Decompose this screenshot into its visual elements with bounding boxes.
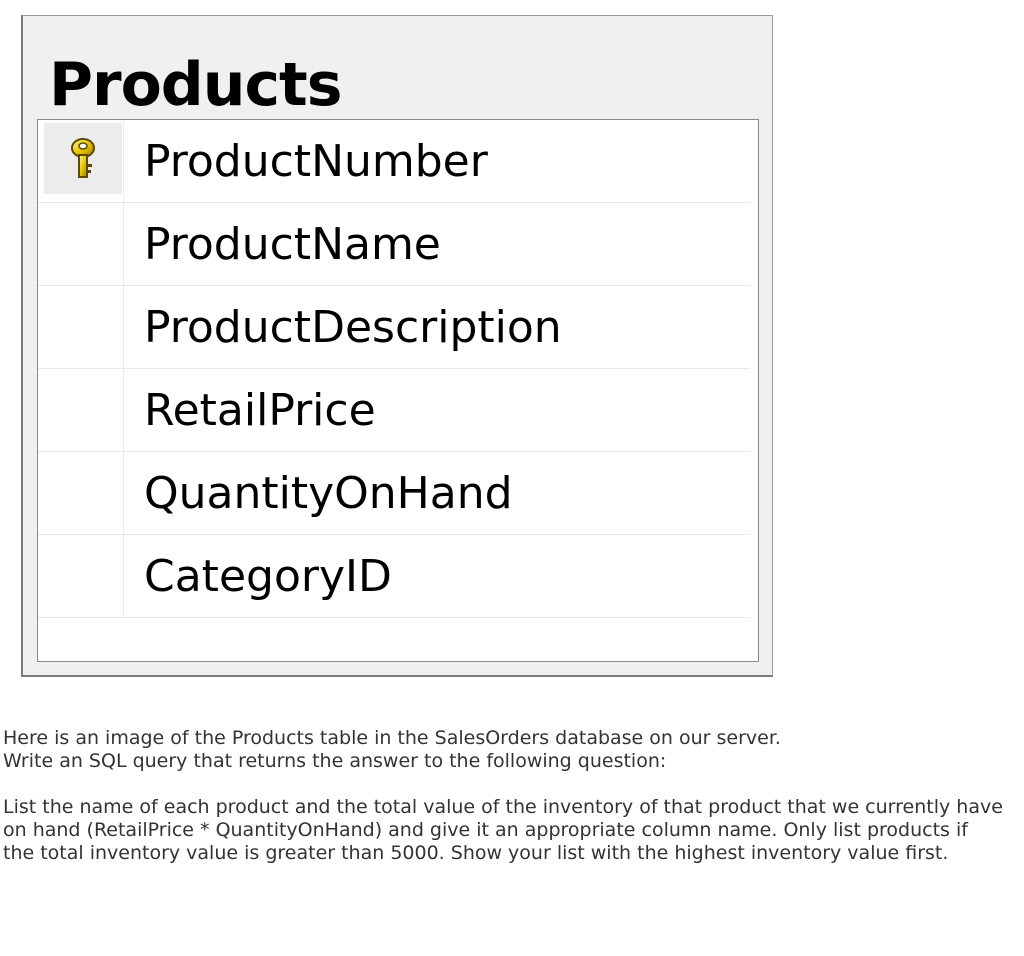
field-name: ProductDescription xyxy=(144,302,562,353)
field-name: ProductNumber xyxy=(144,136,488,187)
products-table-window: Products xyxy=(21,15,773,677)
column-divider xyxy=(123,120,124,618)
intro-line-2: Write an SQL query that returns the answ… xyxy=(3,750,667,772)
field-name: RetailPrice xyxy=(144,385,376,436)
field-name: CategoryID xyxy=(144,551,392,602)
question-text: Here is an image of the Products table i… xyxy=(3,727,1003,888)
field-name: ProductName xyxy=(144,219,441,270)
field-row[interactable]: ProductNumber xyxy=(38,120,750,203)
field-row[interactable]: ProductName xyxy=(38,203,750,286)
question-prompt: List the name of each product and the to… xyxy=(3,796,1003,864)
field-list: ProductNumber ProductName ProductDescrip… xyxy=(37,119,759,662)
field-row[interactable]: QuantityOnHand xyxy=(38,452,750,535)
intro-line-1: Here is an image of the Products table i… xyxy=(3,727,781,749)
question-intro: Here is an image of the Products table i… xyxy=(3,727,1003,773)
table-title: Products xyxy=(49,50,342,120)
field-name: QuantityOnHand xyxy=(144,468,513,519)
field-row[interactable]: ProductDescription xyxy=(38,286,750,369)
field-row[interactable]: CategoryID xyxy=(38,535,750,618)
key-icon xyxy=(71,137,95,178)
primary-key-cell xyxy=(44,123,122,194)
field-row[interactable]: RetailPrice xyxy=(38,369,750,452)
